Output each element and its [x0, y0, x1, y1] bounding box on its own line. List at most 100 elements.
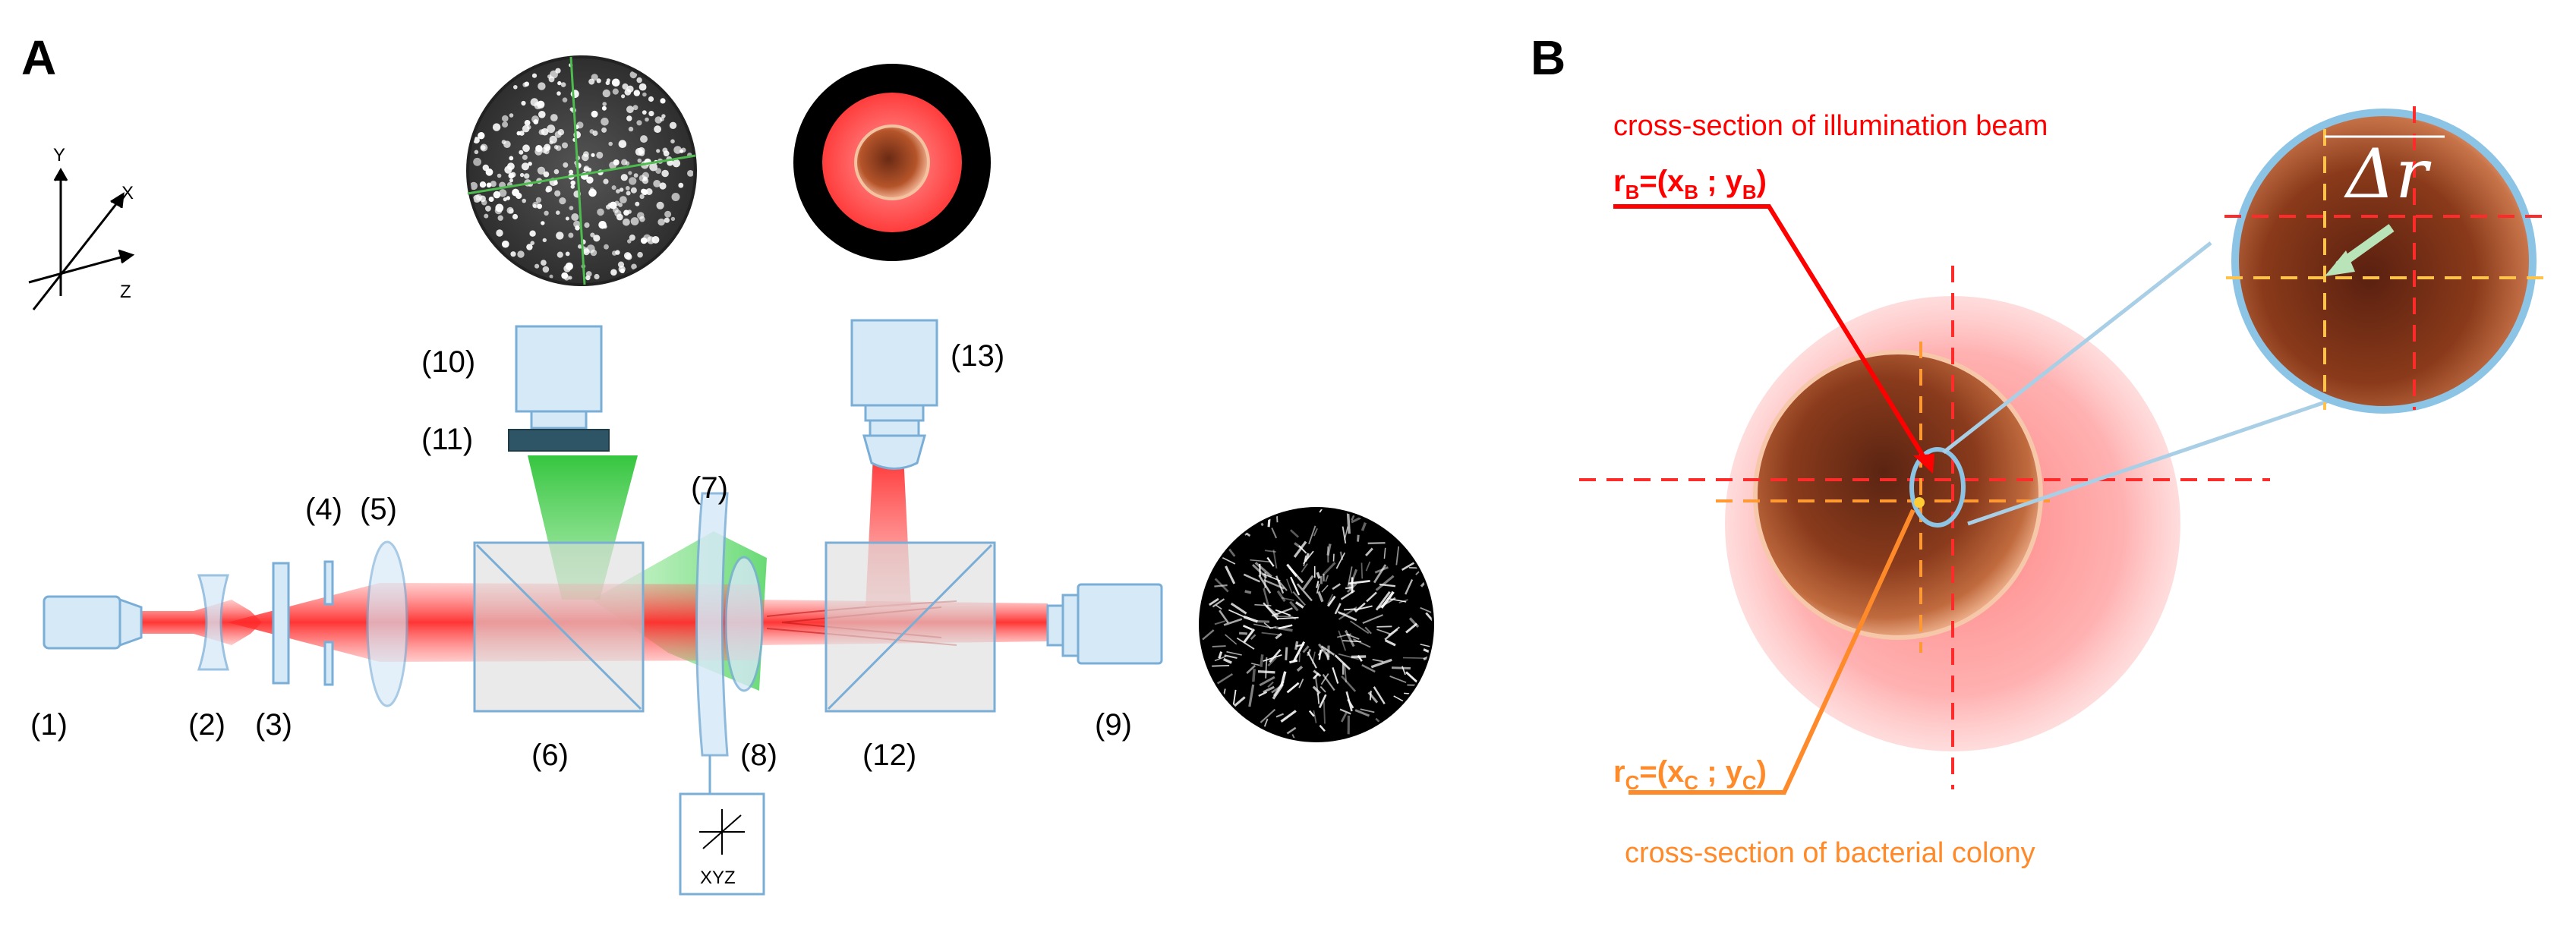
- speckle-dot: [503, 197, 507, 202]
- speckle-dot: [591, 110, 598, 118]
- speckle-dot: [672, 159, 681, 168]
- axis-x-label: X: [121, 183, 134, 203]
- speckle-dot: [474, 150, 479, 155]
- speckle-dot: [624, 89, 632, 96]
- diffraction-streak: [1395, 546, 1400, 565]
- lens-holder-7: [695, 492, 764, 793]
- axis-z-label: Z: [120, 282, 131, 302]
- diffraction-streak: [1402, 657, 1426, 659]
- speckle-dot: [576, 121, 584, 129]
- plate-3: [272, 562, 290, 685]
- speckle-dot: [492, 123, 501, 131]
- speckle-dot: [512, 188, 520, 197]
- filter-11: [508, 429, 610, 452]
- speckle-dot: [642, 92, 647, 97]
- speckle-dot: [521, 162, 530, 171]
- diffraction-streak: [1366, 591, 1377, 603]
- speckle-dot: [507, 162, 515, 171]
- speckle-dot: [560, 82, 566, 87]
- diffraction-streak: [1226, 650, 1242, 656]
- speckle-dot: [586, 176, 594, 184]
- speckle-dot: [626, 106, 634, 114]
- diffraction-streak: [1374, 566, 1389, 574]
- diffraction-streak: [1251, 663, 1260, 666]
- speckle-dot: [553, 169, 560, 175]
- diffraction-streak: [1361, 663, 1376, 673]
- diffraction-streak: [1354, 709, 1370, 717]
- speckle-dot: [607, 203, 613, 207]
- speckle-dot: [629, 177, 637, 185]
- diffraction-streak: [1383, 547, 1386, 559]
- speckle-dot: [575, 225, 580, 231]
- speckle-dot: [497, 215, 503, 221]
- zoom-selection: [1909, 447, 1966, 528]
- speckle-dot: [506, 196, 510, 200]
- diffraction-streak: [1323, 701, 1326, 724]
- speckle-dot: [614, 209, 622, 217]
- speckle-dot: [541, 221, 545, 225]
- diffraction-streak: [1275, 713, 1285, 718]
- diffraction-streak: [1361, 562, 1364, 579]
- beam-spot-image: [793, 64, 991, 261]
- speckle-dot: [585, 275, 591, 281]
- speckle-dot: [640, 237, 648, 244]
- speckle-dot: [625, 186, 630, 191]
- diffraction-streak: [1338, 630, 1347, 651]
- speckle-dot: [554, 131, 562, 138]
- diffraction-rings: [1202, 509, 1432, 740]
- speckle-dot: [604, 244, 609, 250]
- diffraction-streak: [1275, 632, 1282, 640]
- speckle-dot: [586, 244, 595, 254]
- diffraction-streak: [1260, 708, 1276, 723]
- speckle-dot: [502, 115, 509, 122]
- speckle-dot: [570, 184, 575, 189]
- diffraction-streak: [1267, 657, 1277, 667]
- speckle-dot: [522, 154, 528, 160]
- colony-coordinate: rC=(xC ; yC): [1613, 755, 1767, 794]
- speckle-dot: [479, 181, 487, 188]
- speckle-dot: [588, 78, 595, 85]
- speckle-dot: [640, 135, 648, 143]
- speckle-dot: [594, 273, 600, 280]
- diffraction-streak: [1337, 633, 1351, 638]
- speckle-dot: [630, 187, 637, 194]
- diffraction-streak: [1332, 553, 1335, 562]
- speckle-dot: [623, 209, 629, 216]
- diffraction-streak: [1238, 632, 1248, 635]
- diffraction-streak: [1325, 575, 1329, 582]
- speckle-dot: [541, 260, 547, 266]
- diverging-lens: [197, 574, 229, 671]
- beam-splitter-6: [473, 541, 645, 713]
- diffraction-streak: [1332, 667, 1339, 684]
- diffraction-streak: [1318, 694, 1327, 708]
- speckle-dot: [538, 100, 544, 108]
- diffraction-streak: [1228, 609, 1245, 618]
- diffraction-streak: [1298, 679, 1304, 688]
- diffraction-streak: [1278, 624, 1293, 630]
- diffraction-streak: [1373, 686, 1386, 704]
- diffraction-streak: [1272, 550, 1278, 569]
- speckle-dot: [522, 144, 530, 153]
- speckle-dot: [654, 116, 663, 124]
- speckle-dot: [543, 171, 550, 178]
- diffraction-streak: [1212, 598, 1225, 608]
- camera-10: [515, 325, 603, 430]
- diffraction-streak: [1334, 654, 1351, 670]
- diffraction-streak: [1354, 602, 1366, 613]
- diffraction-streak: [1266, 556, 1275, 567]
- speckle-dot: [633, 90, 640, 96]
- speckle-dot: [522, 82, 528, 87]
- diffraction-streak: [1250, 559, 1270, 562]
- label-c12: (12): [862, 739, 916, 772]
- speckle-dot: [562, 97, 568, 102]
- speckle-dot: [636, 120, 642, 126]
- diffraction-streak: [1222, 657, 1232, 664]
- diffraction-streak: [1259, 676, 1275, 687]
- speckle-dot: [669, 121, 677, 129]
- diffraction-streak: [1294, 641, 1299, 650]
- speckle-dot: [649, 162, 657, 172]
- speckle-dot: [530, 241, 534, 246]
- speckle-dot: [571, 213, 579, 221]
- speckle-dot: [550, 114, 558, 121]
- speckle-dot: [610, 269, 617, 276]
